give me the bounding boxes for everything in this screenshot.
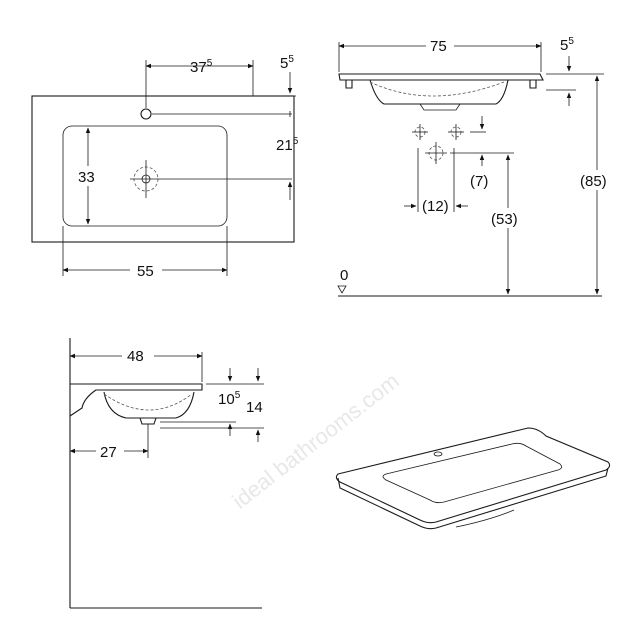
dim-total-depth: 14	[246, 399, 263, 416]
dim-total-width: 75	[430, 38, 447, 55]
tap-hole	[140, 108, 152, 120]
dim-bowl-width: 55	[137, 263, 154, 280]
trap-symbols	[412, 124, 464, 164]
basin-outline	[31, 95, 295, 243]
dim-waste-distance: 27	[100, 444, 117, 461]
dim-floor-level: 0	[340, 267, 348, 284]
dim-waste-height: (7)	[470, 173, 488, 190]
dim-outlet-height: (53)	[491, 211, 518, 228]
top-view: 375 55 215 33 55	[31, 54, 299, 280]
basin-top-surface	[335, 427, 611, 524]
dim-bowl-depth: 33	[78, 169, 95, 186]
dim-total-height: (85)	[580, 173, 607, 190]
basin-section	[69, 383, 203, 417]
bowl-rim	[382, 442, 562, 504]
dim-waste-offset: (12)	[422, 198, 449, 215]
front-view: 75 55 (85) (7)	[337, 36, 615, 297]
bowl-outline	[62, 125, 228, 227]
watermark: ideal bathrooms.com	[227, 368, 403, 513]
perspective-view	[335, 427, 611, 530]
dim-rim: 55	[560, 36, 574, 54]
dim-side-depth: 48	[127, 348, 144, 365]
side-view: 48 105 14 27	[69, 338, 264, 609]
tap-hole-perspective	[433, 451, 443, 457]
dim-waste-depth: 215	[276, 136, 299, 154]
basin-front-profile	[338, 73, 544, 81]
dim-bowl-height: 105	[218, 390, 241, 408]
dim-tap-offset: 375	[190, 58, 213, 76]
dim-tap-depth: 55	[280, 54, 294, 72]
